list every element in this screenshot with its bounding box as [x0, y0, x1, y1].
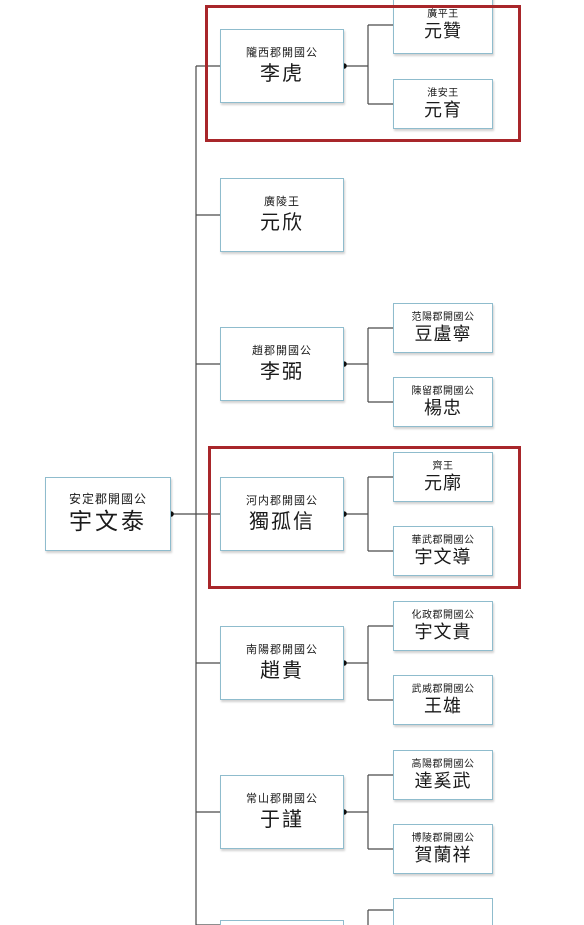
child-name: 王雄 — [424, 695, 462, 717]
child-title: 華武郡開國公 — [411, 534, 475, 546]
root-node[interactable]: 安定郡開國公 宇文泰 — [45, 477, 171, 551]
branch-node-partial — [220, 920, 344, 925]
child-node-yuwen-dao[interactable]: 華武郡開國公 宇文導 — [393, 526, 493, 576]
branch-title: 南陽郡開國公 — [246, 643, 318, 656]
child-name: 豆盧寧 — [414, 323, 472, 345]
child-title: 淮安王 — [427, 87, 459, 99]
branch-title: 趙郡開國公 — [252, 344, 312, 357]
child-name: 賀蘭祥 — [414, 844, 472, 866]
branch-name: 李虎 — [260, 61, 304, 85]
root-name: 宇文泰 — [69, 509, 147, 535]
child-title: 高陽郡開國公 — [411, 758, 475, 770]
child-name: 元育 — [424, 99, 462, 121]
highlight-box-dugu-xin — [208, 446, 521, 589]
child-node-wang-xiong[interactable]: 武威郡開國公 王雄 — [393, 675, 493, 725]
branch-node-dugu-xin[interactable]: 河内郡開國公 獨孤信 — [220, 477, 344, 551]
branch-name: 李弼 — [260, 359, 304, 383]
branch-node-yu-jin[interactable]: 常山郡開國公 于謹 — [220, 775, 344, 849]
branch-node-yuan-xin[interactable]: 廣陵王 元欣 — [220, 178, 344, 252]
child-node-doulu-ning[interactable]: 范陽郡開國公 豆盧寧 — [393, 303, 493, 353]
child-node-yuan-zan[interactable]: 廣平王 元贊 — [393, 0, 493, 54]
branch-title: 隴西郡開國公 — [246, 46, 318, 59]
root-title: 安定郡開國公 — [68, 492, 147, 506]
child-title: 齊王 — [432, 460, 454, 472]
highlight-box-li-hu — [205, 5, 521, 142]
branch-node-li-bi[interactable]: 趙郡開國公 李弼 — [220, 327, 344, 401]
child-name: 元贊 — [424, 20, 462, 42]
child-title: 廣平王 — [427, 8, 459, 20]
child-title: 博陵郡開國公 — [411, 832, 475, 844]
child-node-yuan-yu[interactable]: 淮安王 元育 — [393, 79, 493, 129]
branch-name: 趙貴 — [260, 658, 304, 682]
branch-title: 廣陵王 — [264, 195, 300, 208]
branch-title: 常山郡開國公 — [246, 792, 318, 805]
child-node-yuan-kuo[interactable]: 齊王 元廓 — [393, 452, 493, 502]
child-node-yang-zhong[interactable]: 陳留郡開國公 楊忠 — [393, 377, 493, 427]
branch-node-li-hu[interactable]: 隴西郡開國公 李虎 — [220, 29, 344, 103]
branch-name: 獨孤信 — [249, 509, 315, 533]
branch-name: 元欣 — [260, 210, 304, 234]
child-node-yuwen-gui[interactable]: 化政郡開國公 宇文貴 — [393, 601, 493, 651]
child-title: 陳留郡開國公 — [411, 385, 475, 397]
child-node-helan-xiang[interactable]: 博陵郡開國公 賀蘭祥 — [393, 824, 493, 874]
child-name: 元廓 — [424, 472, 462, 494]
branch-name: 于謹 — [260, 807, 304, 831]
child-node-partial — [393, 898, 493, 925]
child-name: 宇文貴 — [414, 621, 472, 643]
child-name: 宇文導 — [414, 546, 472, 568]
child-title: 范陽郡開國公 — [411, 311, 475, 323]
branch-title: 河内郡開國公 — [246, 494, 318, 507]
child-title: 武威郡開國公 — [411, 683, 475, 695]
child-name: 達奚武 — [414, 770, 472, 792]
child-title: 化政郡開國公 — [411, 609, 475, 621]
child-name: 楊忠 — [424, 397, 462, 419]
child-node-daxi-wu[interactable]: 高陽郡開國公 達奚武 — [393, 750, 493, 800]
branch-node-zhao-gui[interactable]: 南陽郡開國公 趙貴 — [220, 626, 344, 700]
